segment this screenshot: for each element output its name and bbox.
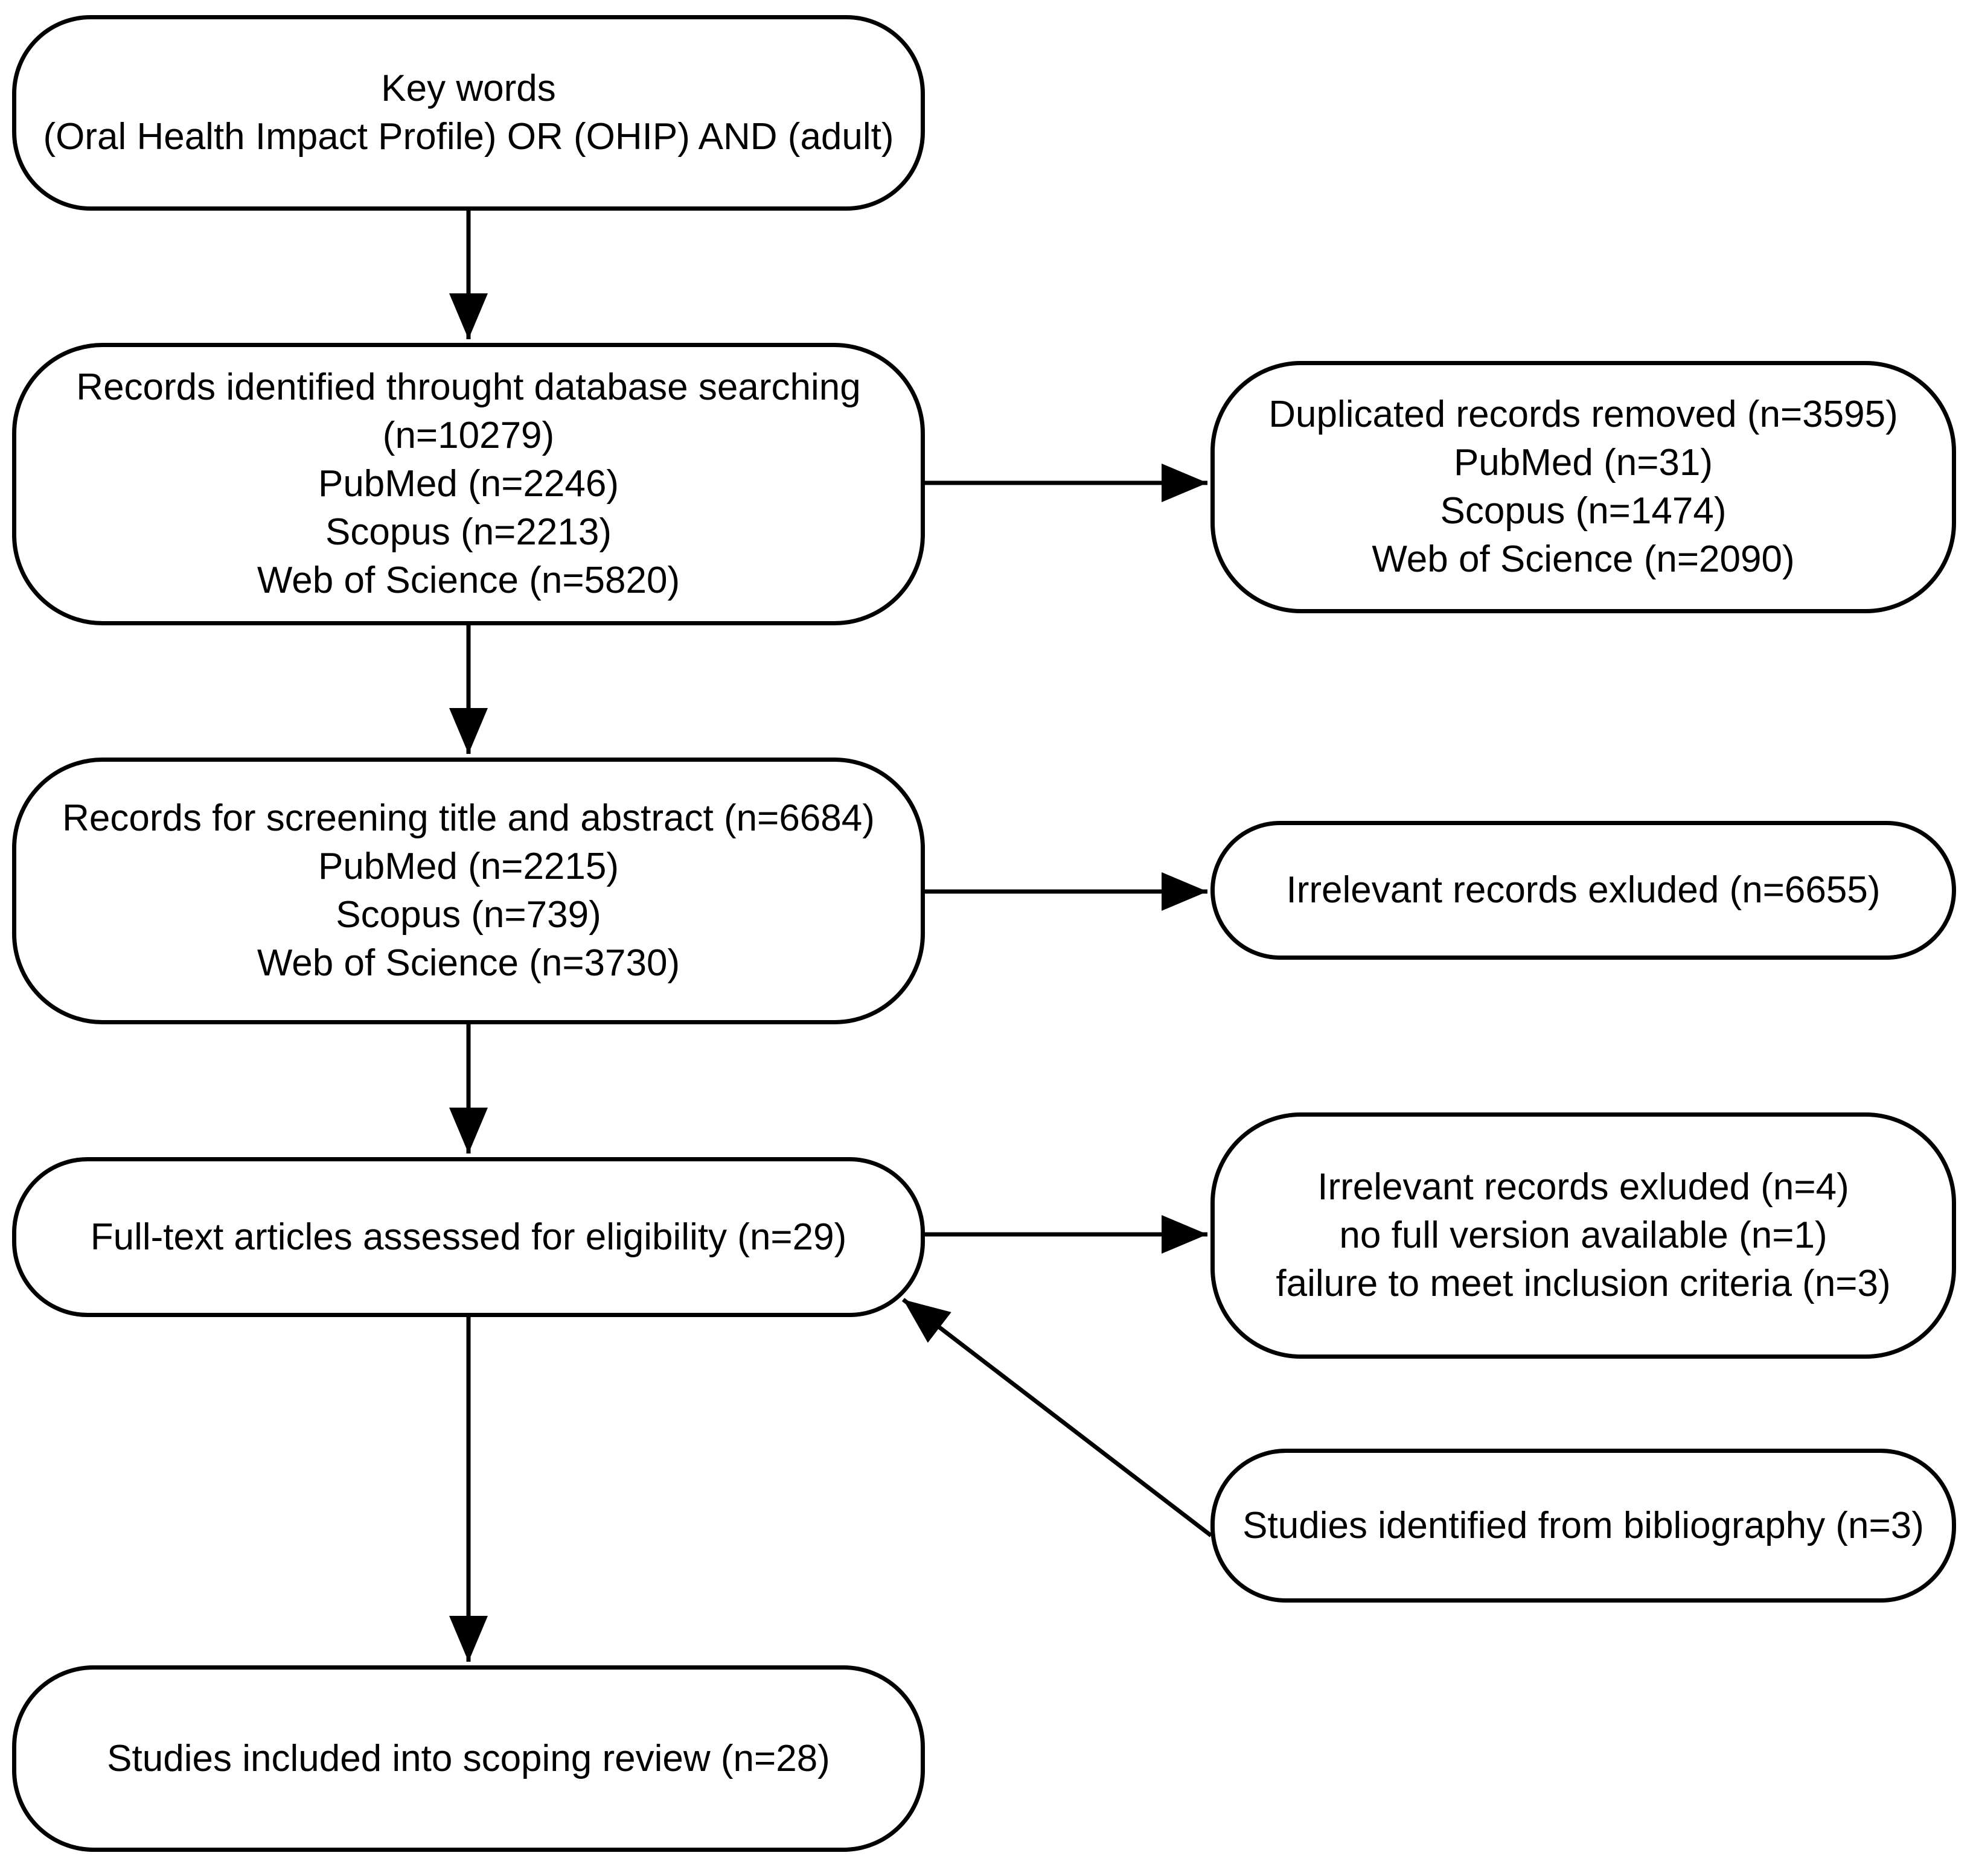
- box-keywords: Key words (Oral Health Impact Profile) O…: [12, 15, 925, 211]
- box-irrelevant-excluded-screening: Irrelevant records exluded (n=6655): [1210, 821, 1956, 960]
- arrow-bibliography-to-fulltext: [901, 1298, 1213, 1537]
- box-included: Studies included into scoping review (n=…: [12, 1665, 925, 1852]
- box-records-identified: Records identified throught database sea…: [12, 343, 925, 625]
- box-bibliography: Studies identified from bibliography (n=…: [1210, 1449, 1956, 1603]
- box-fulltext-assessed: Full-text articles assessed for eligibil…: [12, 1157, 925, 1317]
- box-fulltext-excluded: Irrelevant records exluded (n=4) no full…: [1210, 1112, 1956, 1359]
- box-duplicates-removed: Duplicated records removed (n=3595) PubM…: [1210, 361, 1956, 613]
- box-screening: Records for screening title and abstract…: [12, 758, 925, 1024]
